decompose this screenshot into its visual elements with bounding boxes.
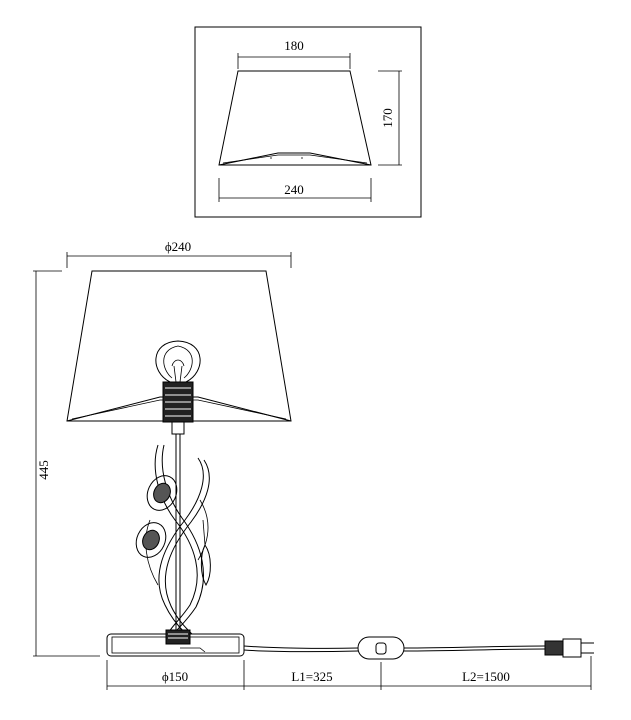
- dim-top-width: 180: [284, 38, 304, 53]
- leaf-ornament-upper: [146, 475, 178, 511]
- inline-switch-icon: [357, 636, 405, 660]
- dim-shade-diameter: ϕ240: [165, 239, 191, 254]
- lamp-main-view: ϕ240: [33, 239, 594, 690]
- lamp-base: [106, 629, 245, 657]
- dim-bottom-width: 240: [284, 182, 304, 197]
- dim-base-diameter: ϕ150: [162, 669, 188, 684]
- dim-cable-l2: L2=1500: [462, 669, 510, 684]
- shade-outline: [218, 70, 372, 166]
- leaf-ornament-lower: [135, 522, 167, 558]
- dim-height: 170: [380, 108, 395, 128]
- detail-frame: [194, 26, 422, 218]
- power-cable: [243, 645, 546, 653]
- dim-cable-l1: L1=325: [291, 669, 332, 684]
- socket: [162, 381, 194, 435]
- crystal-pendant: [200, 519, 211, 586]
- shade-detail-panel: 180 170 240: [194, 26, 422, 218]
- bulb-icon: [155, 340, 201, 383]
- plug-icon: [544, 638, 594, 658]
- dim-total-height: 445: [36, 460, 51, 480]
